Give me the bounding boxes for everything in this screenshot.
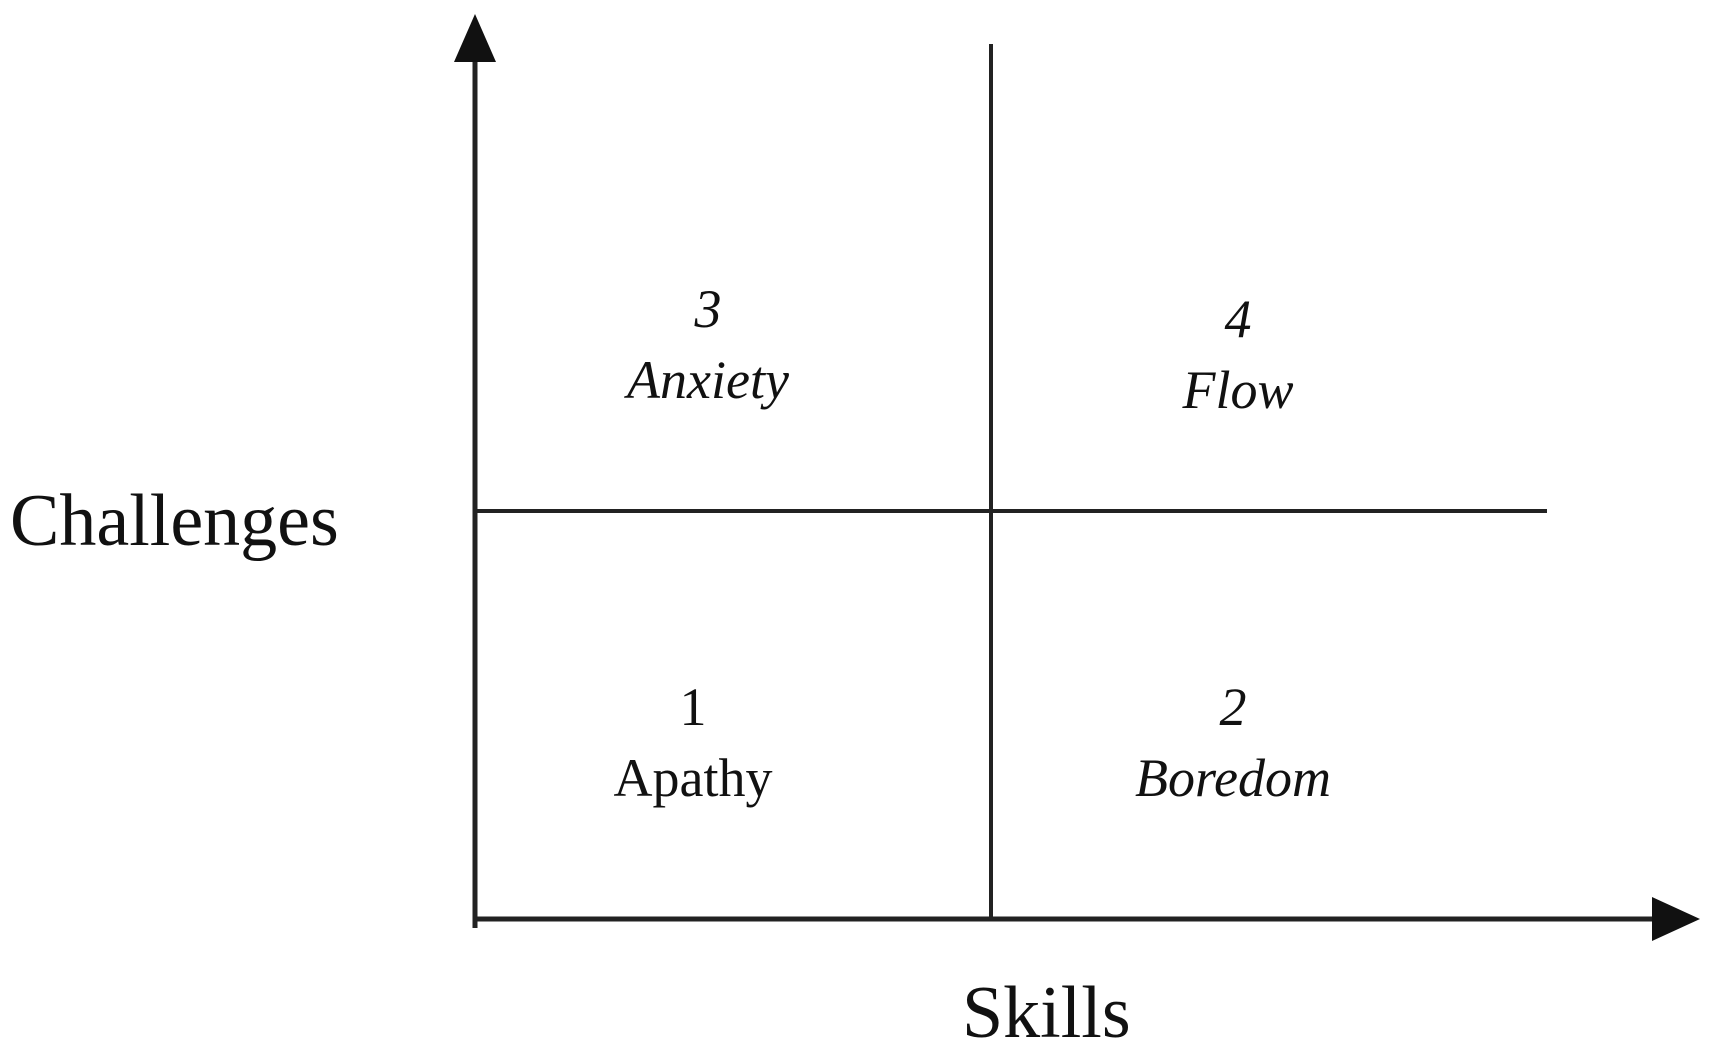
quadrant-label: Boredom — [1135, 748, 1331, 809]
quadrant-boredom: 2 Boredom — [1053, 672, 1413, 815]
quadrant-number: 4 — [1224, 289, 1252, 349]
y-axis-arrowhead-icon — [454, 14, 496, 62]
quadrant-label: Flow — [1182, 360, 1294, 421]
quadrant-flow: 4 Flow — [1058, 284, 1418, 427]
x-axis-arrowhead-icon — [1652, 897, 1700, 941]
quadrant-number: 1 — [679, 677, 707, 737]
x-axis-label: Skills — [962, 972, 1131, 1054]
quadrant-label: Anxiety — [627, 350, 789, 411]
quadrant-anxiety: 3 Anxiety — [528, 274, 888, 417]
quadrant-label: Apathy — [613, 748, 773, 809]
quadrant-number: 3 — [694, 279, 722, 339]
quadrant-number: 2 — [1219, 677, 1247, 737]
quadrant-apathy: 1 Apathy — [513, 672, 873, 815]
y-axis-label: Challenges — [10, 480, 339, 562]
